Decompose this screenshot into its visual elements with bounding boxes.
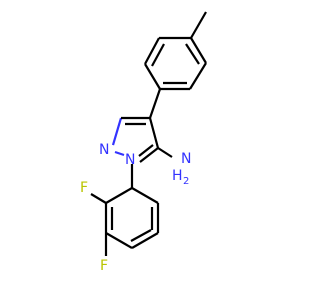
tolyl-double-1 [151,43,165,67]
aryl-bond-6 [131,187,159,204]
bond-methyl [190,11,207,39]
amine-n-label: N [181,151,191,167]
tolyl-double-2 [185,43,200,65]
difluorophenyl-ring [90,164,160,256]
tolyl-bond-5 [189,62,207,90]
bond-c5-n1 [139,147,159,163]
tolyl-bond-2 [144,37,160,65]
atom-f-ortho-label: F [80,180,88,196]
aryl-bond-1 [105,187,133,204]
aryl-bond-4 [131,232,159,249]
bond-c5-amine [157,147,173,158]
aryl-bond-3 [105,232,133,249]
bond-n1-n2 [114,150,125,157]
bond-c4-c5 [148,117,160,149]
tolyl-ring [144,11,207,119]
molecule-structure: N N N H 2 F F [80,11,207,274]
bond-c-f-ortho [90,193,107,204]
pyrazole-ring [111,116,160,163]
bond-n2-c3 [111,117,123,146]
aryl-double-3 [130,229,152,242]
atom-n2-label: N [99,142,109,158]
bond-c5-n1-double [138,144,154,157]
tolyl-bond-4 [190,37,207,64]
tolyl-bond-1 [144,63,161,90]
atom-f-para-label: F [100,258,108,274]
amine-subscript-label: 2 [183,176,189,187]
atom-n1-label: N [125,152,135,168]
bond-c4-tolyl [148,88,162,119]
amine-h-label: H [172,168,183,184]
